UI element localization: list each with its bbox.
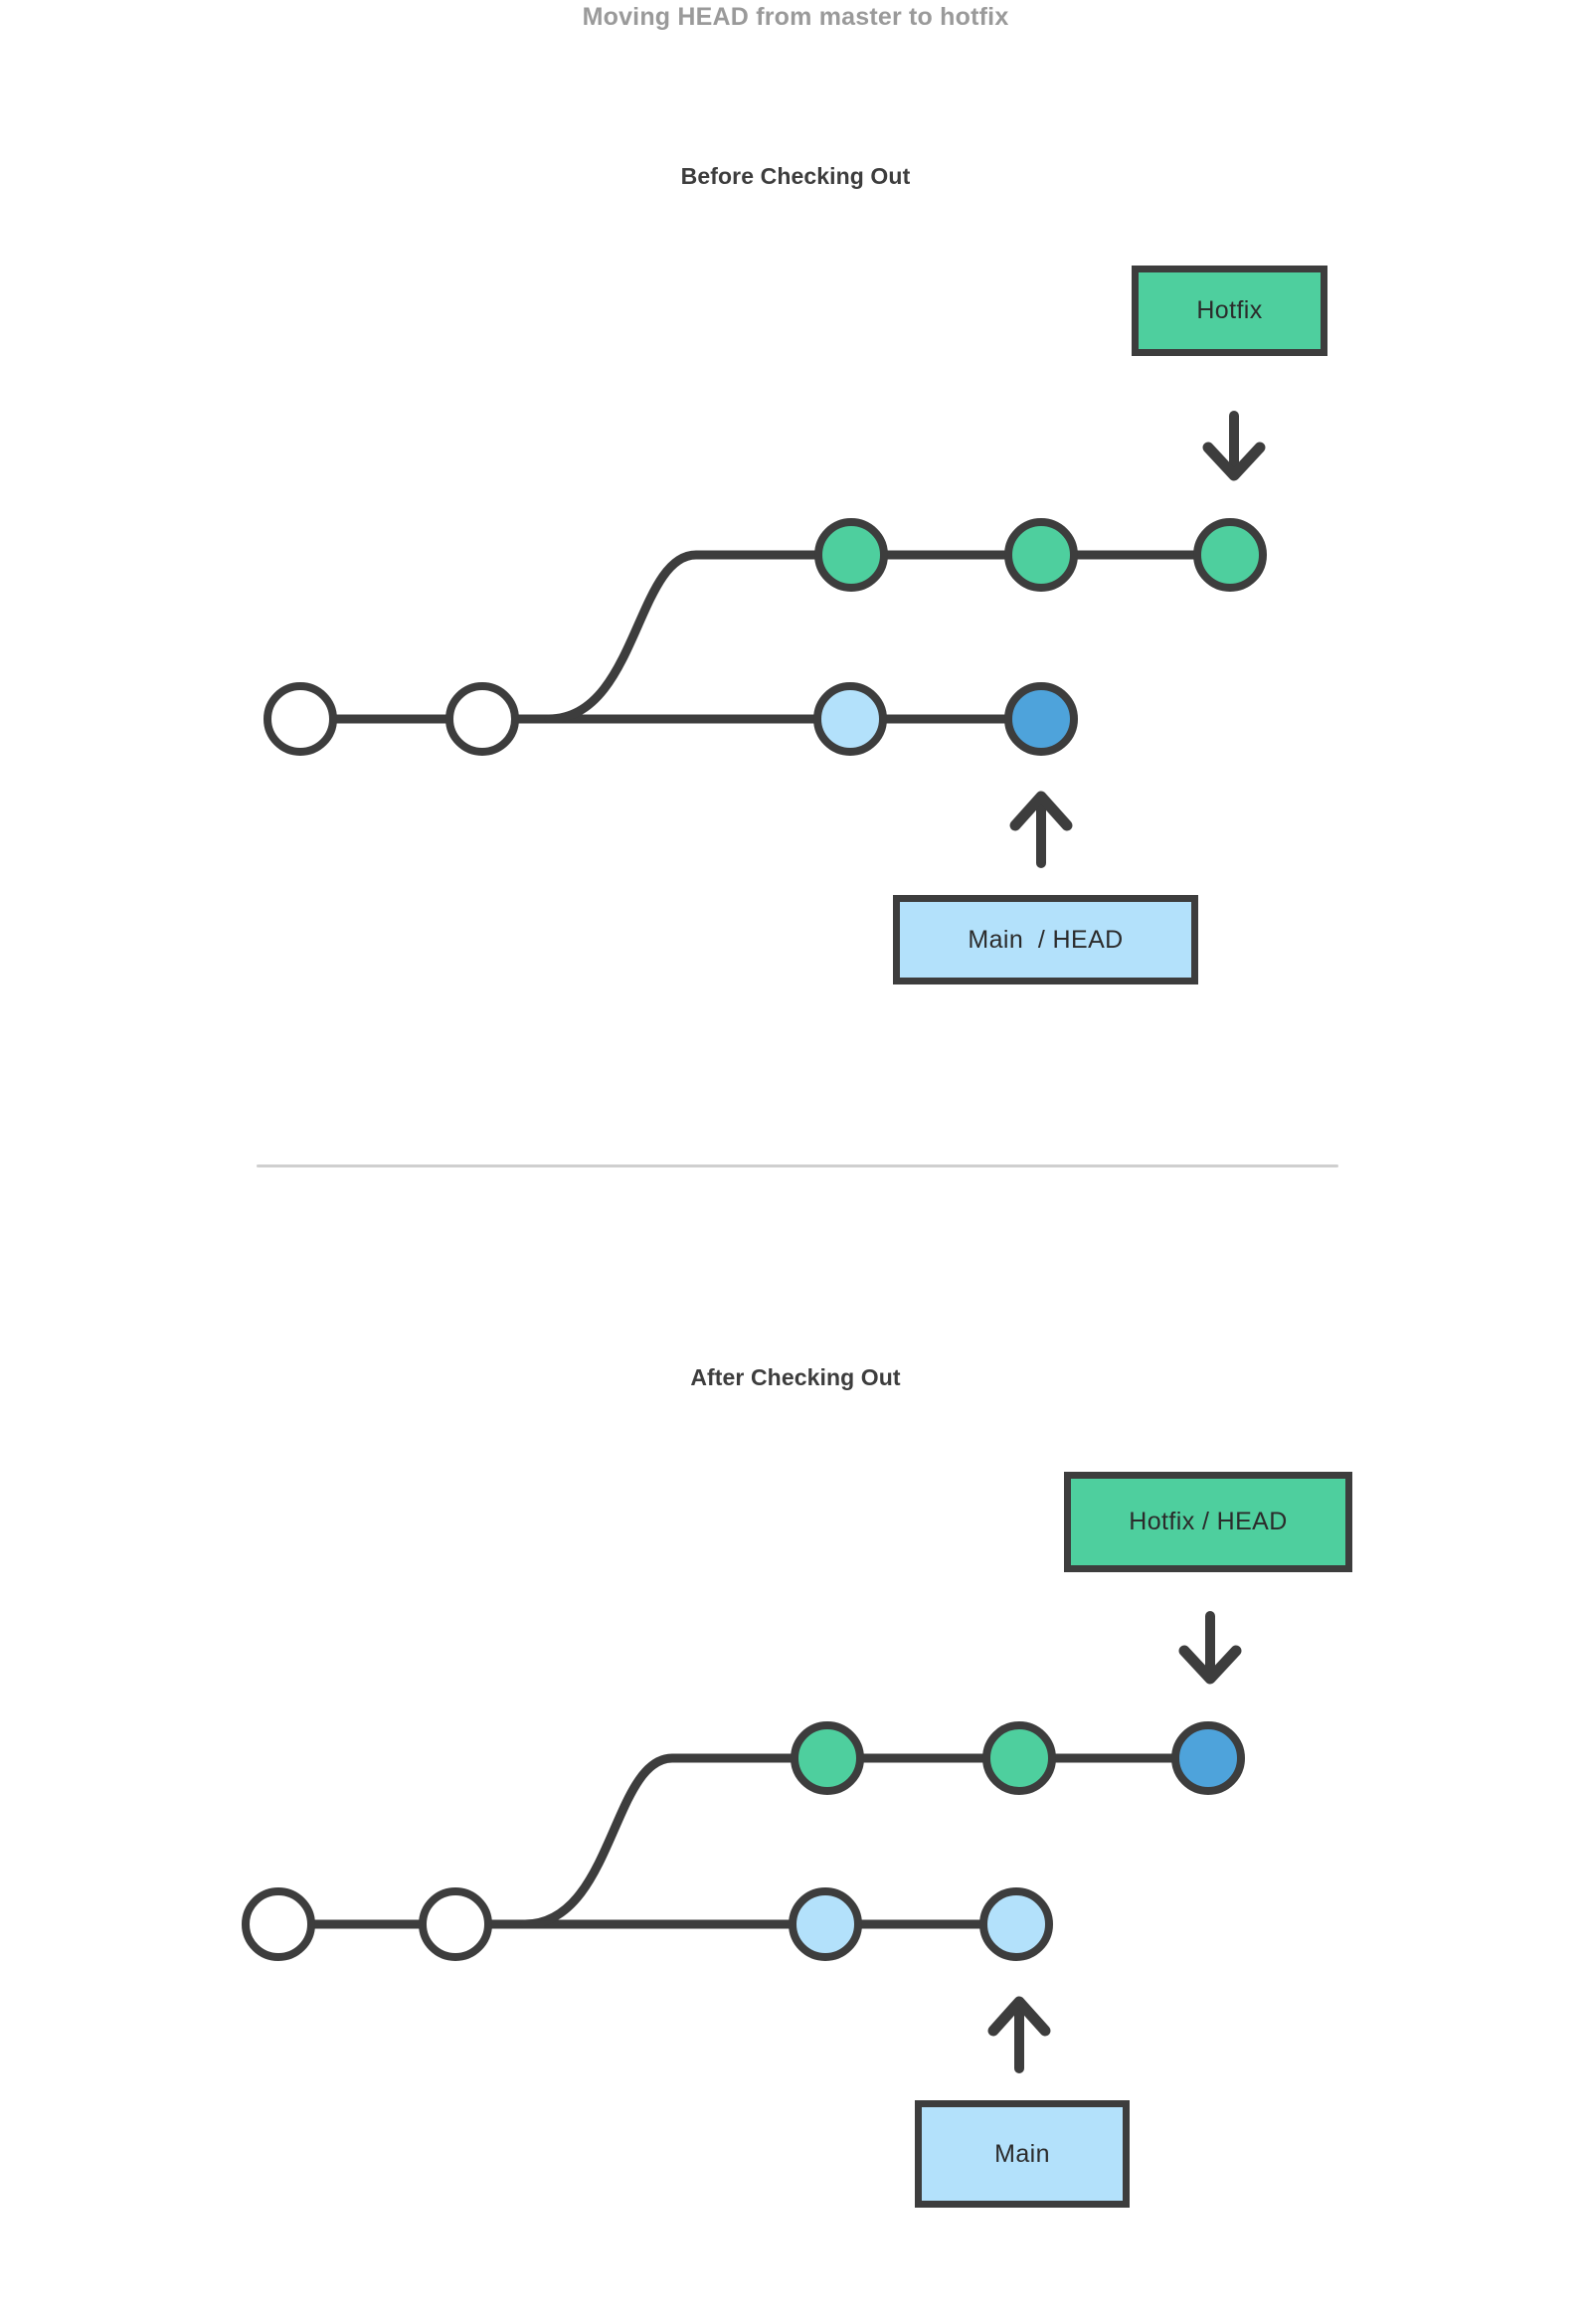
hotfix-branch-tip-commit[interactable] [1193,518,1267,592]
hotfix-label-box[interactable]: Hotfix [1132,266,1327,356]
hotfix-branch-curve-before [544,550,856,724]
section-divider [257,1164,1338,1167]
main-branch-tip-commit[interactable] [1004,682,1078,756]
base-commit-2[interactable] [445,682,519,756]
main-commit-3[interactable] [813,682,887,756]
hotfix-commit-2-after[interactable] [982,1721,1056,1795]
hotfix-pointer-arrow [1202,411,1266,481]
main-branch-tip-commit-after[interactable] [979,1887,1053,1961]
section-heading-before: Before Checking Out [680,163,911,189]
base-commit-2-after[interactable] [419,1887,492,1961]
main-pointer-arrow [987,1996,1051,2073]
hotfix-commit-2[interactable] [1004,518,1078,592]
hotfix-head-pointer-arrow [1178,1611,1242,1685]
main-commit-3-after[interactable] [789,1887,862,1961]
hotfix-commit-1-after[interactable] [791,1721,864,1795]
hotfix-branch-curve-after [520,1753,832,1929]
base-commit-1-after[interactable] [242,1887,315,1961]
hotfix-commit-1[interactable] [814,518,888,592]
main-label-box[interactable]: Main [915,2100,1130,2208]
hotfix-branch-tip-commit-after[interactable] [1171,1721,1245,1795]
main-head-label-box[interactable]: Main / HEAD [893,895,1198,984]
base-commit-1[interactable] [264,682,337,756]
page-title: Moving HEAD from master to hotfix [582,3,1009,31]
section-heading-after: After Checking Out [690,1364,901,1390]
hotfix-head-label-box[interactable]: Hotfix / HEAD [1064,1472,1352,1572]
main-head-pointer-arrow [1009,791,1073,868]
